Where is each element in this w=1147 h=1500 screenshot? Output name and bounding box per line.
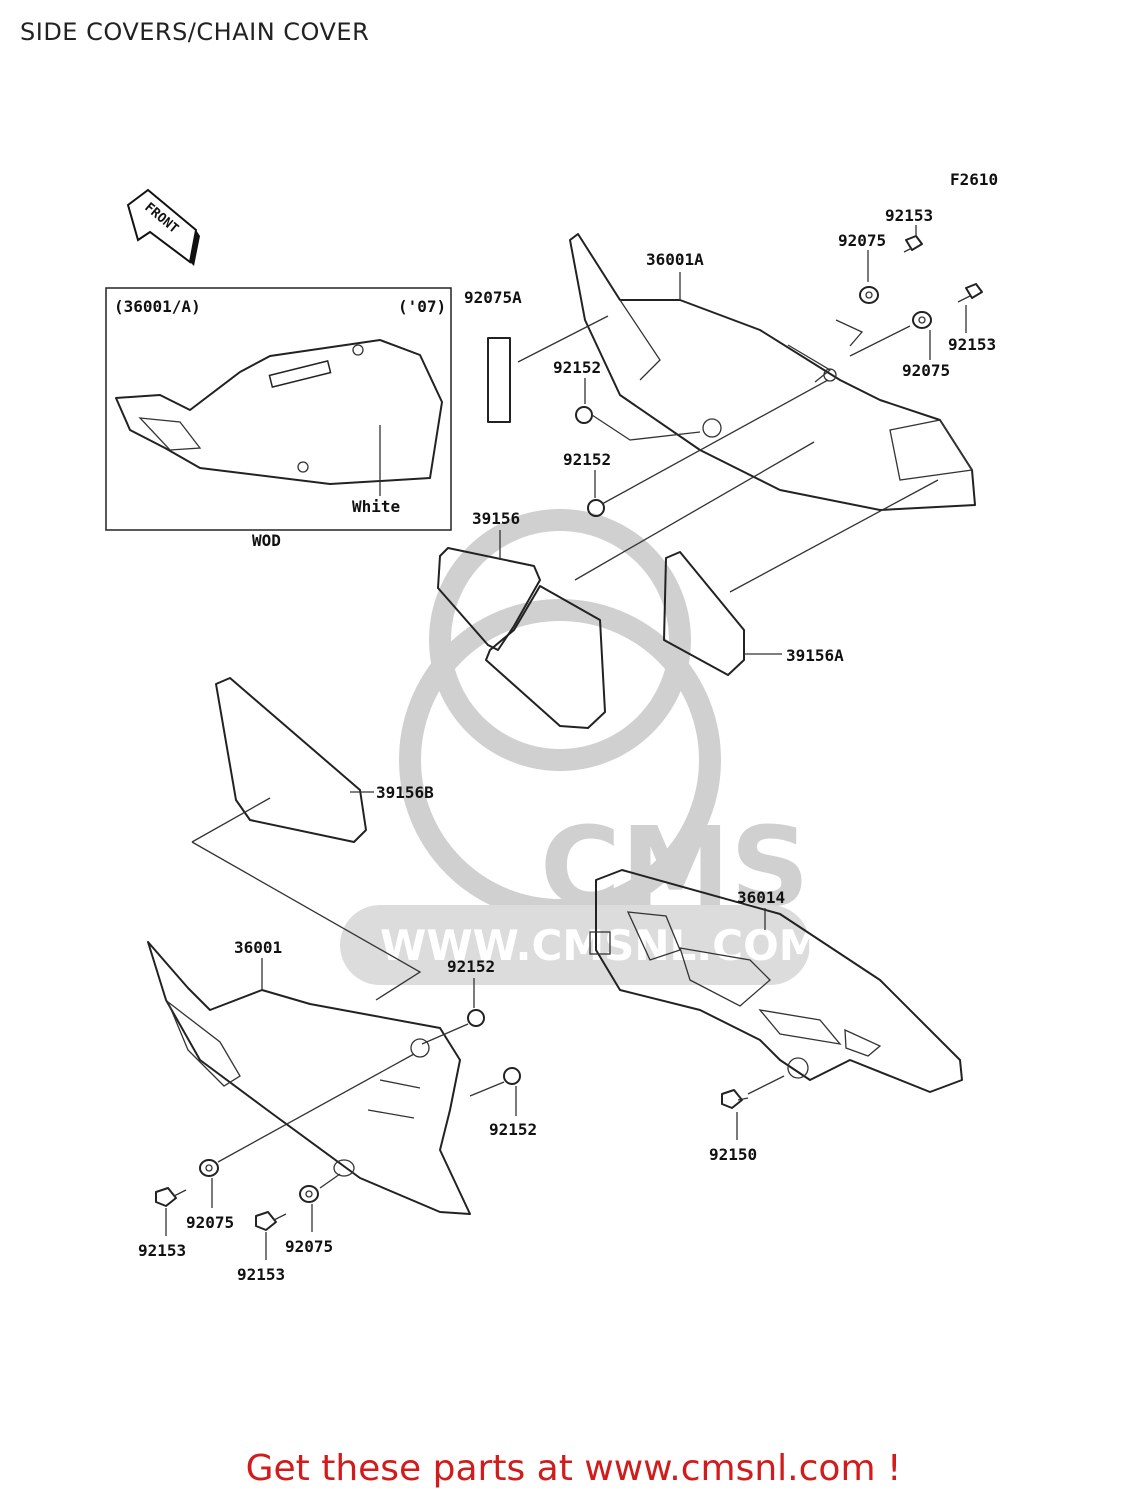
bolt-92153-upper-right: [957, 283, 983, 303]
label-39156B: 39156B: [376, 783, 434, 802]
decal-39156B: [215, 677, 367, 843]
decal-strip-92075A: [487, 337, 511, 423]
inset-caption: WOD: [252, 531, 281, 550]
grommet-92152-lower-b: [503, 1067, 521, 1085]
label-92152-c: 92152: [447, 957, 495, 976]
decal-39156-upper: [437, 547, 541, 651]
label-92152-d: 92152: [489, 1120, 537, 1139]
bolt-92150: [721, 1089, 749, 1109]
label-92153-c: 92153: [138, 1241, 186, 1260]
left-side-cover-36001: [147, 941, 471, 1215]
label-92075-a: 92075: [838, 231, 886, 250]
label-92150: 92150: [709, 1145, 757, 1164]
label-92153-b: 92153: [948, 335, 996, 354]
label-92075-c: 92075: [186, 1213, 234, 1232]
inset-color-note: White: [352, 497, 400, 516]
label-36014: 36014: [737, 888, 785, 907]
figure-code: F2610: [950, 170, 998, 189]
watermark: CMS WWW.CMSNL.COM: [340, 509, 821, 985]
bolt-92153-upper-left: [903, 235, 923, 253]
grommet-92152-upper-a: [575, 406, 593, 424]
label-92152-b: 92152: [563, 450, 611, 469]
label-92153-d: 92153: [237, 1265, 285, 1284]
label-39156A: 39156A: [786, 646, 844, 665]
front-arrow-icon: FRONT: [126, 188, 200, 266]
bolt-92153-lower-b: [255, 1211, 287, 1231]
footer-promo-link[interactable]: Get these parts at www.cmsnl.com !: [245, 1448, 902, 1489]
label-92075A: 92075A: [464, 288, 522, 307]
label-92153-a: 92153: [885, 206, 933, 225]
label-39156: 39156: [472, 509, 520, 528]
inset-year: ('07): [398, 297, 446, 316]
washer-92075-upper-left: [859, 286, 879, 304]
inset-part-ref: (36001/A): [114, 297, 201, 316]
label-36001A: 36001A: [646, 250, 704, 269]
label-92152-a: 92152: [553, 358, 601, 377]
inset-side-cover: [115, 339, 443, 485]
label-92075-d: 92075: [285, 1237, 333, 1256]
washer-92075-lower-b: [299, 1185, 319, 1203]
inset-box: (36001/A) ('07) White WOD: [105, 287, 452, 550]
label-92075-b: 92075: [902, 361, 950, 380]
watermark-url-text: WWW.CMSNL.COM: [380, 921, 821, 970]
decal-39156-lower: [485, 585, 606, 729]
page-title: SIDE COVERS/CHAIN COVER: [20, 18, 370, 46]
washer-92075-lower-a: [199, 1159, 219, 1177]
decal-39156A: [663, 551, 745, 676]
bolt-92153-lower-a: [155, 1187, 187, 1207]
grommet-92152-upper-b: [587, 499, 605, 517]
watermark-mascot-head: [429, 509, 691, 771]
grommet-92152-lower-a: [467, 1009, 485, 1027]
chain-cover-36014: [595, 869, 963, 1093]
washer-92075-upper-right: [912, 311, 932, 329]
label-36001: 36001: [234, 938, 282, 957]
watermark-banner: [340, 905, 810, 985]
